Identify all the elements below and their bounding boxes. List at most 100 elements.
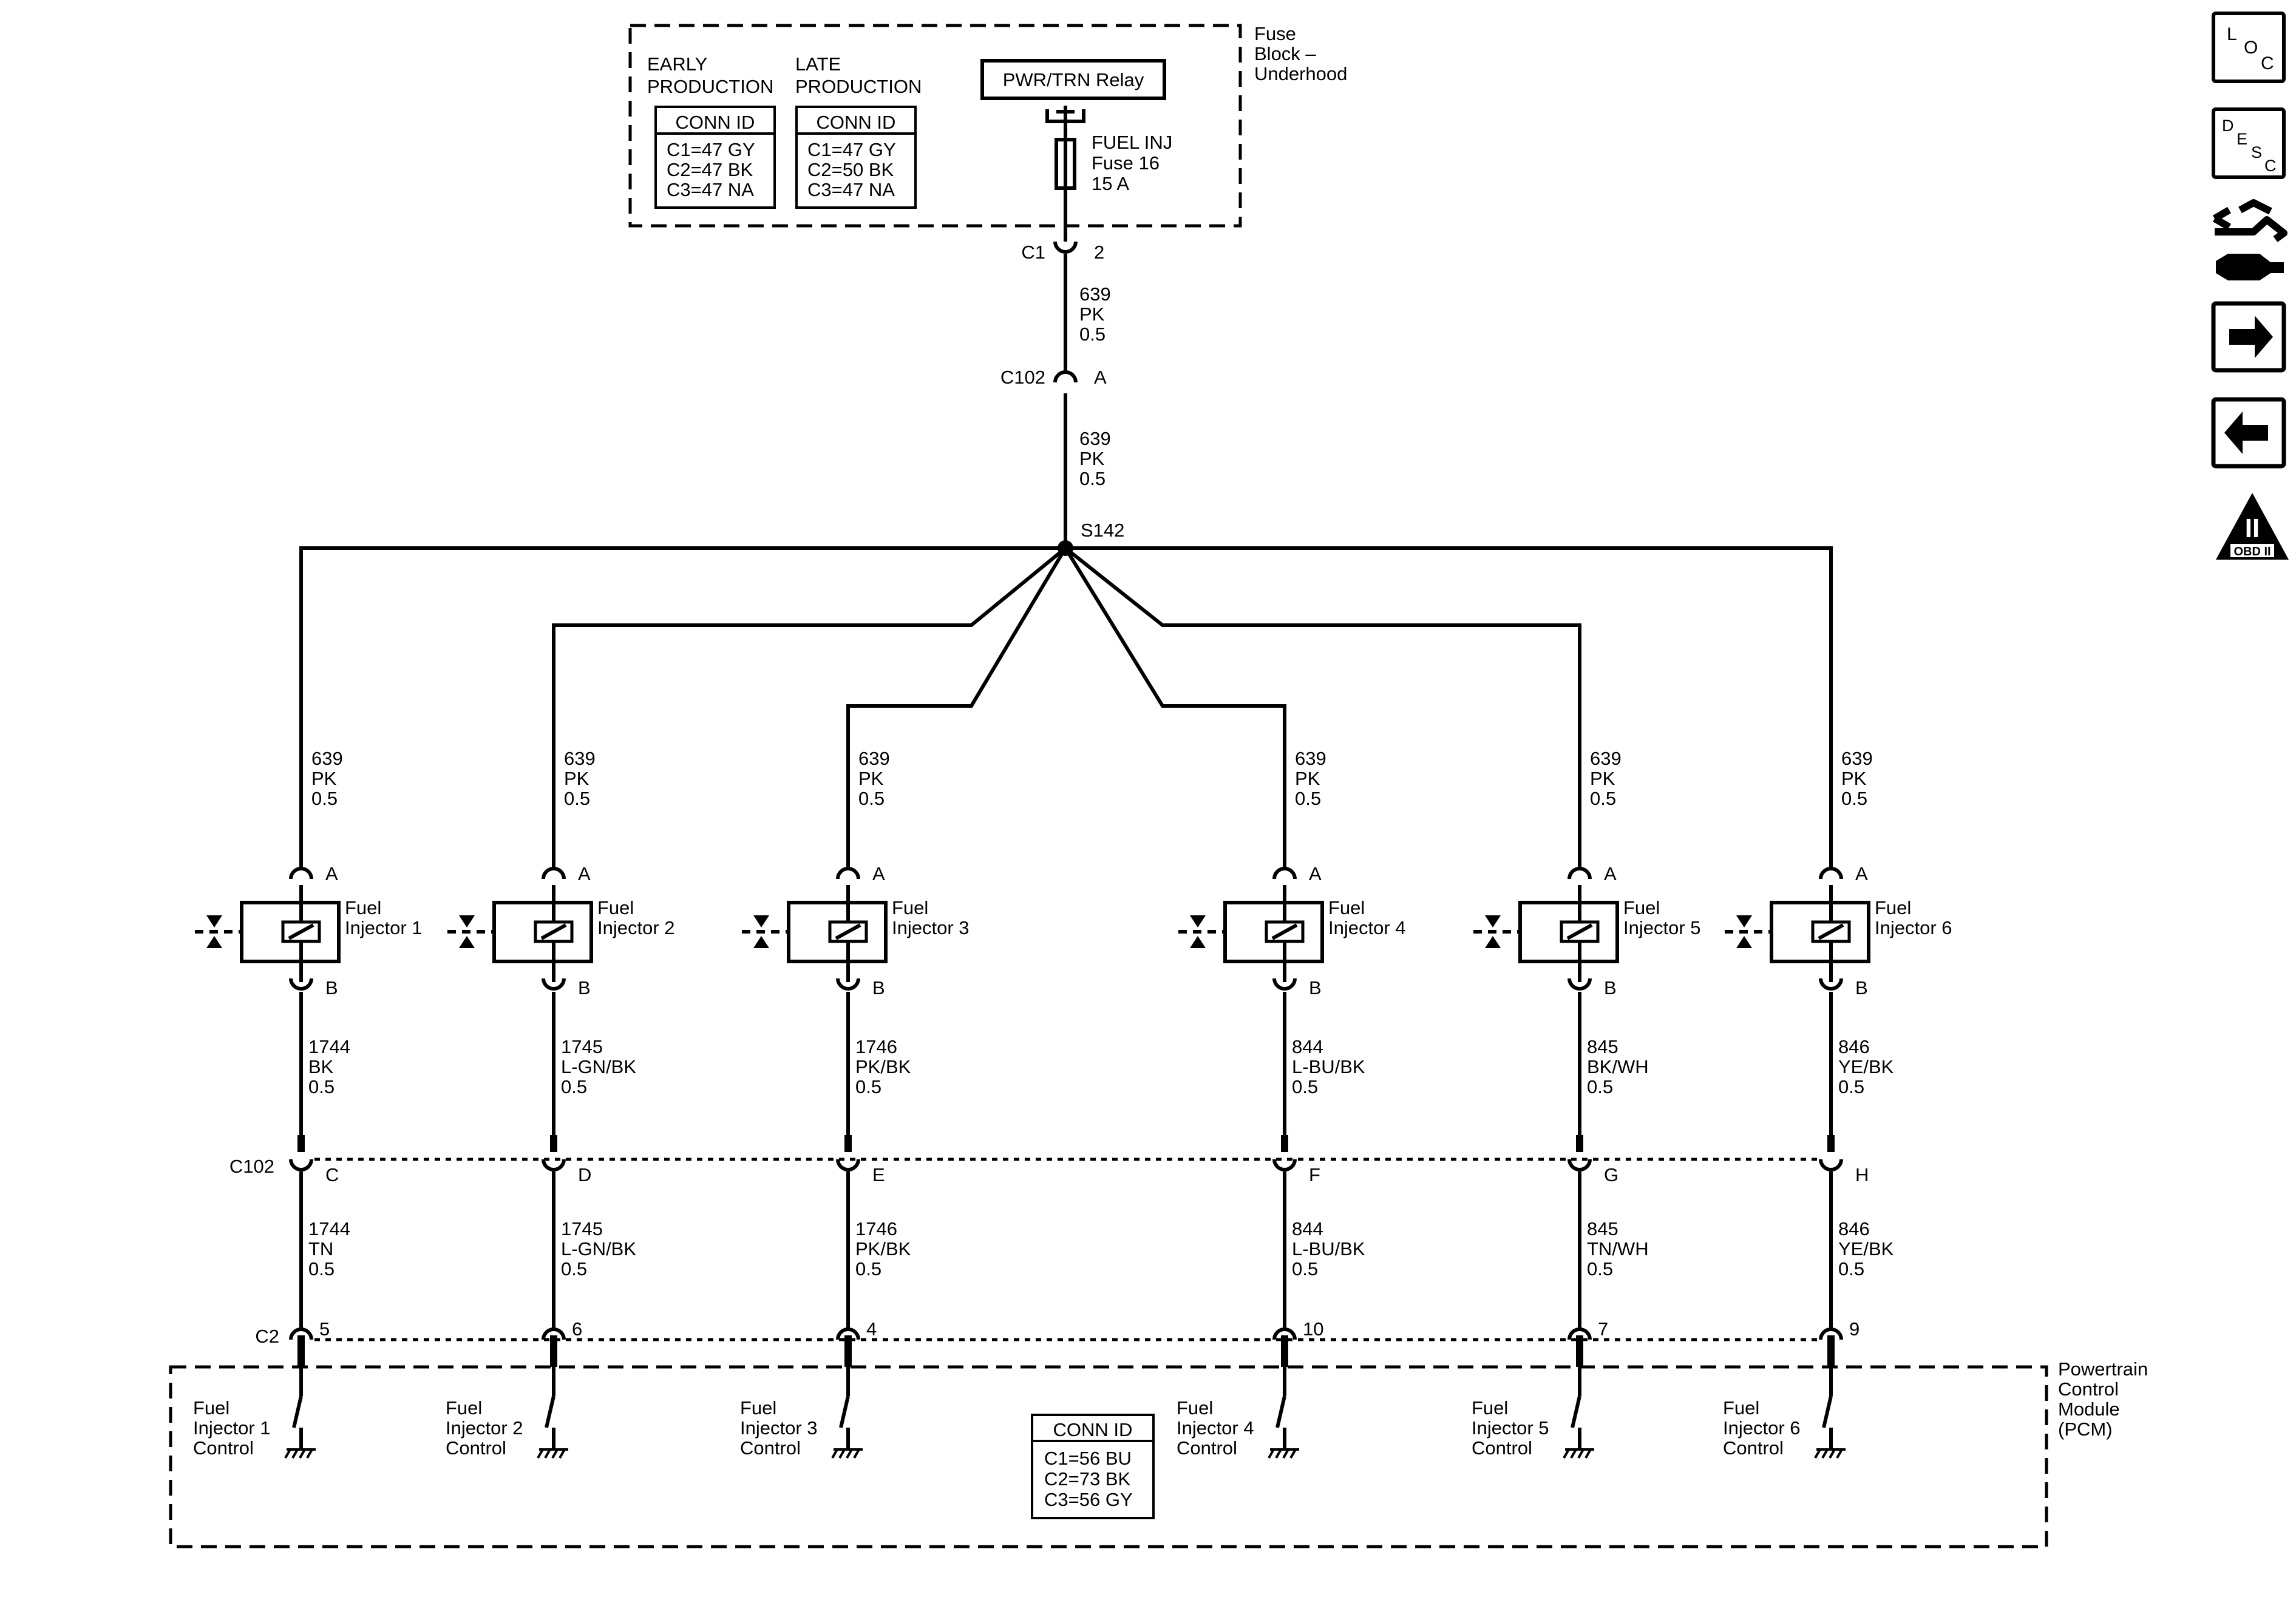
splice-label: S142 bbox=[1081, 520, 1124, 541]
injector-name: Injector 3 bbox=[892, 917, 970, 938]
fuse-label-3: 15 A bbox=[1092, 173, 1129, 194]
switch-icon bbox=[839, 1395, 850, 1428]
connector-icon[interactable] bbox=[2212, 199, 2288, 280]
feed-wire-label: PK bbox=[1590, 768, 1615, 789]
loc-button[interactable]: L O C bbox=[2212, 12, 2286, 83]
back-button[interactable] bbox=[2211, 397, 2286, 469]
injector-name: Injector 5 bbox=[1623, 917, 1701, 938]
connector-icon bbox=[289, 867, 313, 880]
c102-inline-connector: C102 A bbox=[1000, 367, 1107, 388]
pwr-trn-relay bbox=[980, 59, 1166, 100]
control-wire-label: L-GN/BK bbox=[561, 1238, 636, 1259]
connector-icon bbox=[1567, 1327, 1592, 1340]
connector-icon bbox=[1819, 1159, 1843, 1171]
feed-wire-label: 639 bbox=[1841, 748, 1873, 769]
pin-a-label: A bbox=[578, 863, 591, 884]
fuse-block-outline bbox=[628, 24, 1242, 228]
connector-icon bbox=[542, 867, 566, 880]
svg-text:L: L bbox=[2227, 24, 2237, 44]
late-conn-row: C1=47 GY bbox=[807, 139, 896, 160]
feed-wire-label: PK bbox=[1295, 768, 1320, 789]
feed-wire-label: 639 bbox=[564, 748, 596, 769]
fuse-block-label-1: Fuse bbox=[1254, 23, 1296, 44]
injector-name: Fuel bbox=[892, 897, 928, 918]
c102-pin-label: G bbox=[1604, 1164, 1618, 1185]
injector-name: Injector 2 bbox=[597, 917, 675, 938]
feed-wire-label: 0.5 bbox=[1841, 788, 1867, 809]
ground-icon bbox=[1268, 1448, 1299, 1459]
control-label: Control bbox=[740, 1437, 801, 1459]
c1-label: C1 bbox=[1021, 242, 1045, 263]
control-label: Control bbox=[193, 1437, 254, 1459]
feed-wire-label: PK bbox=[1079, 448, 1105, 469]
pcm-conn-row: C2=73 BK bbox=[1044, 1468, 1131, 1490]
svg-text:D: D bbox=[2222, 117, 2234, 135]
pin-b-label: B bbox=[578, 977, 591, 998]
pin-b-label: B bbox=[1855, 977, 1868, 998]
control-wire-label: 0.5 bbox=[1292, 1258, 1318, 1280]
control-label: Control bbox=[1177, 1437, 1237, 1459]
svg-text:II: II bbox=[2245, 514, 2260, 543]
pwr-trn-relay-label: PWR/TRN Relay bbox=[1003, 69, 1144, 90]
control-wire-label: 844 bbox=[1292, 1036, 1323, 1057]
pcm-pin-label: 10 bbox=[1303, 1318, 1323, 1340]
control-wire-label: 0.5 bbox=[561, 1076, 587, 1097]
valve-icon bbox=[1485, 915, 1501, 948]
feed-wire-label: 0.5 bbox=[858, 788, 885, 809]
c1-connector: C1 2 bbox=[1021, 241, 1104, 263]
ground-icon bbox=[284, 1448, 316, 1459]
pcm-name-3: Module bbox=[2058, 1398, 2120, 1420]
svg-text:C: C bbox=[2264, 157, 2277, 175]
forward-button[interactable] bbox=[2211, 301, 2286, 373]
pcm-pin-label: 7 bbox=[1598, 1318, 1608, 1340]
control-wire-label: 845 bbox=[1587, 1036, 1618, 1057]
control-wire-label: PK/BK bbox=[855, 1238, 911, 1259]
svg-text:E: E bbox=[2237, 130, 2247, 148]
feed-wire-label: 639 bbox=[858, 748, 890, 769]
connector-icon bbox=[289, 1327, 313, 1340]
pcm-name-1: Powertrain bbox=[2058, 1358, 2148, 1380]
pcm-pin-label: 4 bbox=[866, 1318, 877, 1340]
control-wire-label: BK/WH bbox=[1587, 1056, 1649, 1077]
connector-icon bbox=[289, 978, 313, 991]
feed-wire-label: PK bbox=[1841, 768, 1867, 789]
valve-icon bbox=[206, 915, 222, 948]
control-wire-label: 0.5 bbox=[1838, 1076, 1864, 1097]
pcm-module: Powertrain Control Module (PCM) CONN ID … bbox=[169, 1358, 2148, 1548]
feed-wire-label: 639 bbox=[1079, 283, 1111, 305]
switch-icon bbox=[1822, 1395, 1833, 1428]
control-wire-label: L-BU/BK bbox=[1292, 1056, 1365, 1077]
svg-text:C: C bbox=[2261, 53, 2274, 73]
pin-a-label: A bbox=[872, 863, 885, 884]
injector-name: Injector 6 bbox=[1875, 917, 1952, 938]
control-wire-label: 0.5 bbox=[308, 1258, 335, 1280]
early-production-heading-1: EARLY bbox=[647, 53, 707, 75]
late-conn-id-table bbox=[795, 106, 917, 209]
control-wire-label: YE/BK bbox=[1838, 1238, 1894, 1259]
desc-button[interactable]: D E S C bbox=[2212, 107, 2286, 179]
c2-row-label: C2 bbox=[255, 1326, 279, 1347]
pin-a-label: A bbox=[1855, 863, 1868, 884]
control-label: Injector 5 bbox=[1472, 1417, 1549, 1439]
obd-ii-button[interactable]: II OBD II bbox=[2216, 493, 2289, 560]
control-label: Fuel bbox=[740, 1397, 776, 1419]
control-wire-label: 846 bbox=[1838, 1218, 1870, 1239]
splice-s142: S142 bbox=[299, 520, 1833, 862]
control-label: Injector 6 bbox=[1723, 1417, 1801, 1439]
early-conn-row: C2=47 BK bbox=[667, 159, 753, 180]
switch-icon bbox=[1275, 1395, 1286, 1428]
forward-arrow-icon bbox=[2229, 316, 2273, 358]
fuse-block-label-3: Underhood bbox=[1254, 63, 1347, 84]
connector-icon bbox=[1272, 867, 1297, 880]
pcm-conn-id-table bbox=[1031, 1414, 1155, 1519]
control-wire-label: PK/BK bbox=[855, 1056, 911, 1077]
control-wire-label: 0.5 bbox=[561, 1258, 587, 1280]
valve-icon bbox=[459, 915, 475, 948]
pcm-conn-row: C1=56 BU bbox=[1044, 1448, 1132, 1469]
control-label: Fuel bbox=[193, 1397, 229, 1419]
